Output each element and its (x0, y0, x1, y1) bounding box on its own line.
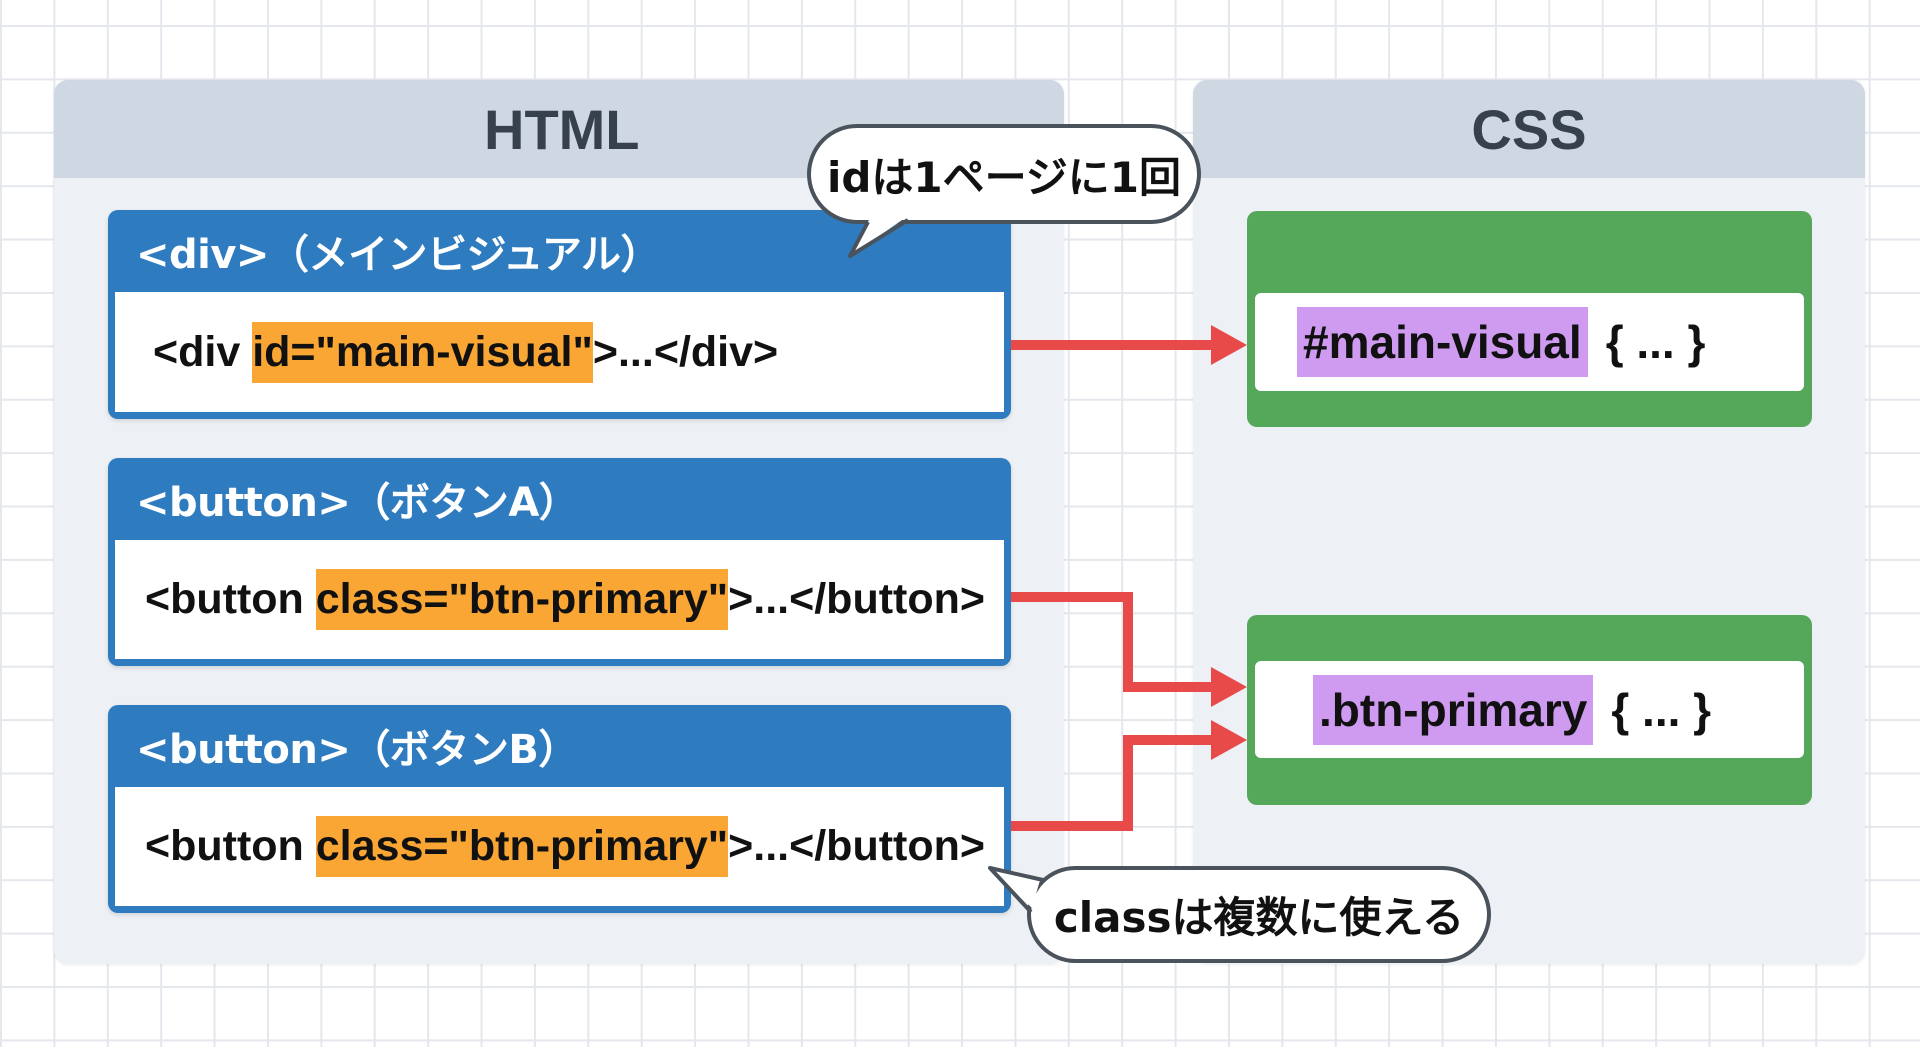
css-rule-class: .btn-primary { ... } (1247, 615, 1812, 805)
code-line: <button class="btn-primary">...</button> (115, 787, 1004, 906)
code-line: <button class="btn-primary">...</button> (115, 540, 1004, 659)
rule-body: { ... } (1605, 316, 1706, 368)
card-title: <div>（メインビジュアル） (136, 232, 660, 278)
css-rule-line: .btn-primary { ... } (1255, 661, 1804, 758)
class-attribute-highlight: class="btn-primary" (315, 569, 729, 630)
code-tag-open: <button (145, 575, 316, 623)
class-selector-highlight: .btn-primary (1313, 674, 1594, 745)
rule-body: { ... } (1611, 683, 1712, 736)
id-attribute-highlight: id="main-visual" (252, 321, 593, 383)
css-rule-line: #main-visual { ... } (1255, 293, 1804, 391)
callout-text: classは複数に使える (1053, 893, 1465, 942)
callout-id-once: idは1ページに1回 (807, 124, 1201, 224)
element-card-div: <div>（メインビジュアル） <div id="main-visual">..… (108, 210, 1011, 419)
element-card-button-a: <button>（ボタンA） <button class="btn-primar… (108, 458, 1011, 666)
code-line: <div id="main-visual">...</div> (115, 292, 1004, 412)
class-attribute-highlight: class="btn-primary" (315, 816, 729, 877)
code-tag-close: >...</div> (592, 327, 779, 376)
code-tag-open: <button (145, 822, 316, 870)
element-card-button-b: <button>（ボタンB） <button class="btn-primar… (108, 705, 1011, 913)
callout-class-multiple: classは複数に使える (1027, 866, 1491, 963)
code-tag-open: <div (153, 327, 253, 376)
card-title: <button>（ボタンA） (136, 480, 579, 526)
code-tag-close: >...</button> (728, 575, 985, 623)
callout-text: idは1ページに1回 (826, 152, 1182, 202)
id-selector-highlight: #main-visual (1297, 307, 1588, 377)
css-rule-id: #main-visual { ... } (1247, 211, 1812, 427)
css-panel-title: CSS (1193, 80, 1865, 178)
code-tag-close: >...</button> (728, 822, 985, 870)
card-title: <button>（ボタンB） (136, 727, 578, 773)
